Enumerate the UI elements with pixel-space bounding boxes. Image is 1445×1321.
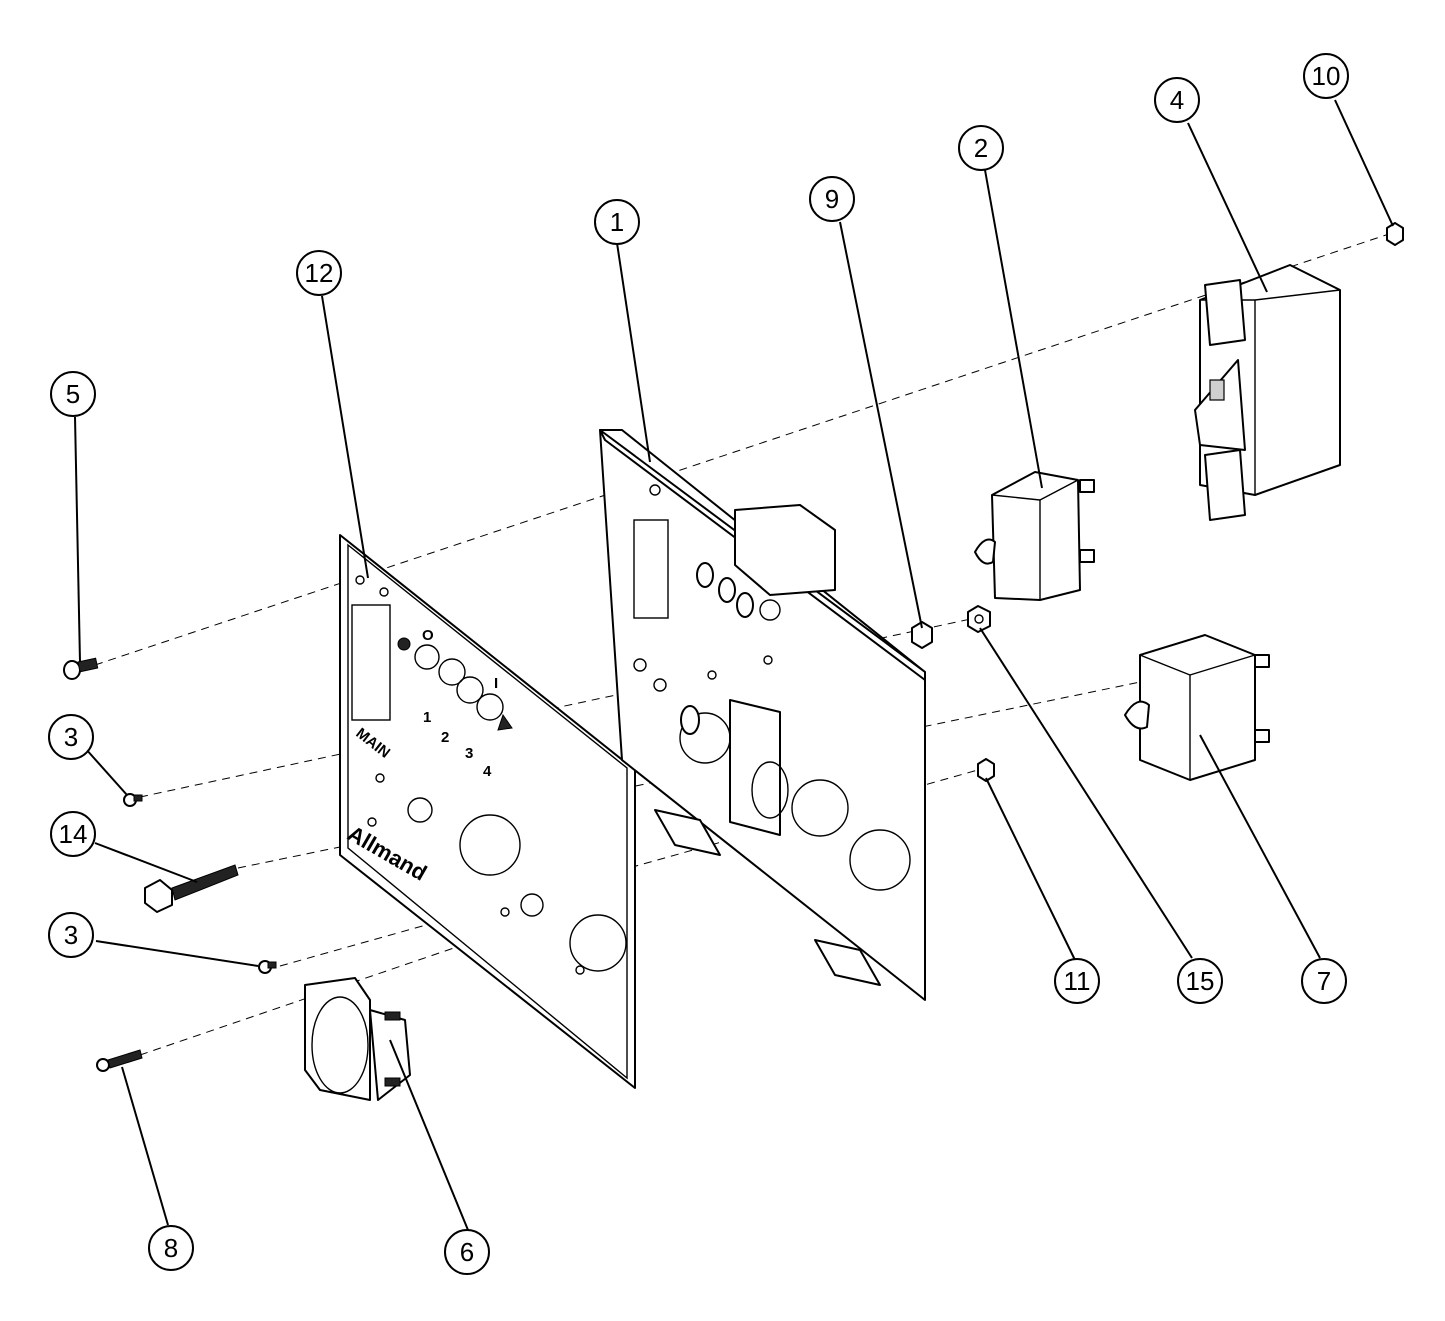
balloon-2-label: 2 <box>974 133 988 163</box>
large-circuit-breaker <box>1194 264 1341 521</box>
mounted-toggle-switches <box>680 562 754 735</box>
balloon-8: 8 <box>148 1225 194 1271</box>
off-mark: O <box>422 627 434 644</box>
bolt-14 <box>144 864 239 913</box>
balloon-14-label: 14 <box>59 819 88 849</box>
nut-9 <box>911 621 933 649</box>
balloon-15: 15 <box>1177 958 1223 1004</box>
screw-5 <box>63 657 99 680</box>
balloon-10-label: 10 <box>1312 61 1341 91</box>
balloon-9: 9 <box>809 176 855 222</box>
position-3-label: 3 <box>465 745 473 762</box>
balloon-4-label: 4 <box>1170 85 1184 115</box>
front-panel-overlay: MAIN 1 2 3 4 O I Allmand <box>339 534 636 1089</box>
balloon-10: 10 <box>1303 53 1349 99</box>
balloon-3-lower: 3 <box>48 912 94 958</box>
receptacle-outlet <box>304 977 411 1101</box>
position-1-label: 1 <box>423 709 431 726</box>
balloon-1: 1 <box>594 199 640 245</box>
balloon-12-label: 12 <box>305 258 334 288</box>
nut-11 <box>977 758 995 782</box>
balloon-3-upper-label: 3 <box>64 722 78 752</box>
position-4-label: 4 <box>483 763 492 780</box>
balloon-8-label: 8 <box>164 1233 178 1263</box>
screw-8 <box>96 1049 143 1072</box>
on-mark: I <box>494 675 498 692</box>
balloon-3-lower-label: 3 <box>64 920 78 950</box>
screw-3-upper <box>123 793 143 807</box>
balloon-7: 7 <box>1301 958 1347 1004</box>
balloon-4: 4 <box>1154 77 1200 123</box>
balloon-12: 12 <box>296 250 342 296</box>
mounted-receptacle <box>729 699 789 836</box>
indicator-icon <box>397 637 411 651</box>
balloon-5-label: 5 <box>66 379 80 409</box>
position-2-label: 2 <box>441 729 449 746</box>
base-panel <box>599 429 926 1001</box>
balloon-3-upper: 3 <box>48 714 94 760</box>
screw-3-lower <box>258 960 277 974</box>
balloon-2: 2 <box>958 125 1004 171</box>
nut-15 <box>967 605 991 633</box>
balloon-6: 6 <box>444 1229 490 1275</box>
leader-lines <box>74 99 1394 1231</box>
balloon-15-label: 15 <box>1186 966 1215 996</box>
medium-circuit-breaker <box>1124 634 1270 781</box>
balloon-7-label: 7 <box>1317 966 1331 996</box>
balloon-1-label: 1 <box>610 207 624 237</box>
balloon-11-label: 11 <box>1064 966 1091 996</box>
balloon-14: 14 <box>50 811 96 857</box>
nut-10 <box>1386 222 1404 246</box>
small-circuit-breaker <box>974 471 1095 601</box>
balloon-9-label: 9 <box>825 184 839 214</box>
balloon-5: 5 <box>50 371 96 417</box>
balloon-11: 11 <box>1054 958 1100 1004</box>
warning-icon <box>497 713 513 731</box>
balloon-6-label: 6 <box>460 1237 474 1267</box>
